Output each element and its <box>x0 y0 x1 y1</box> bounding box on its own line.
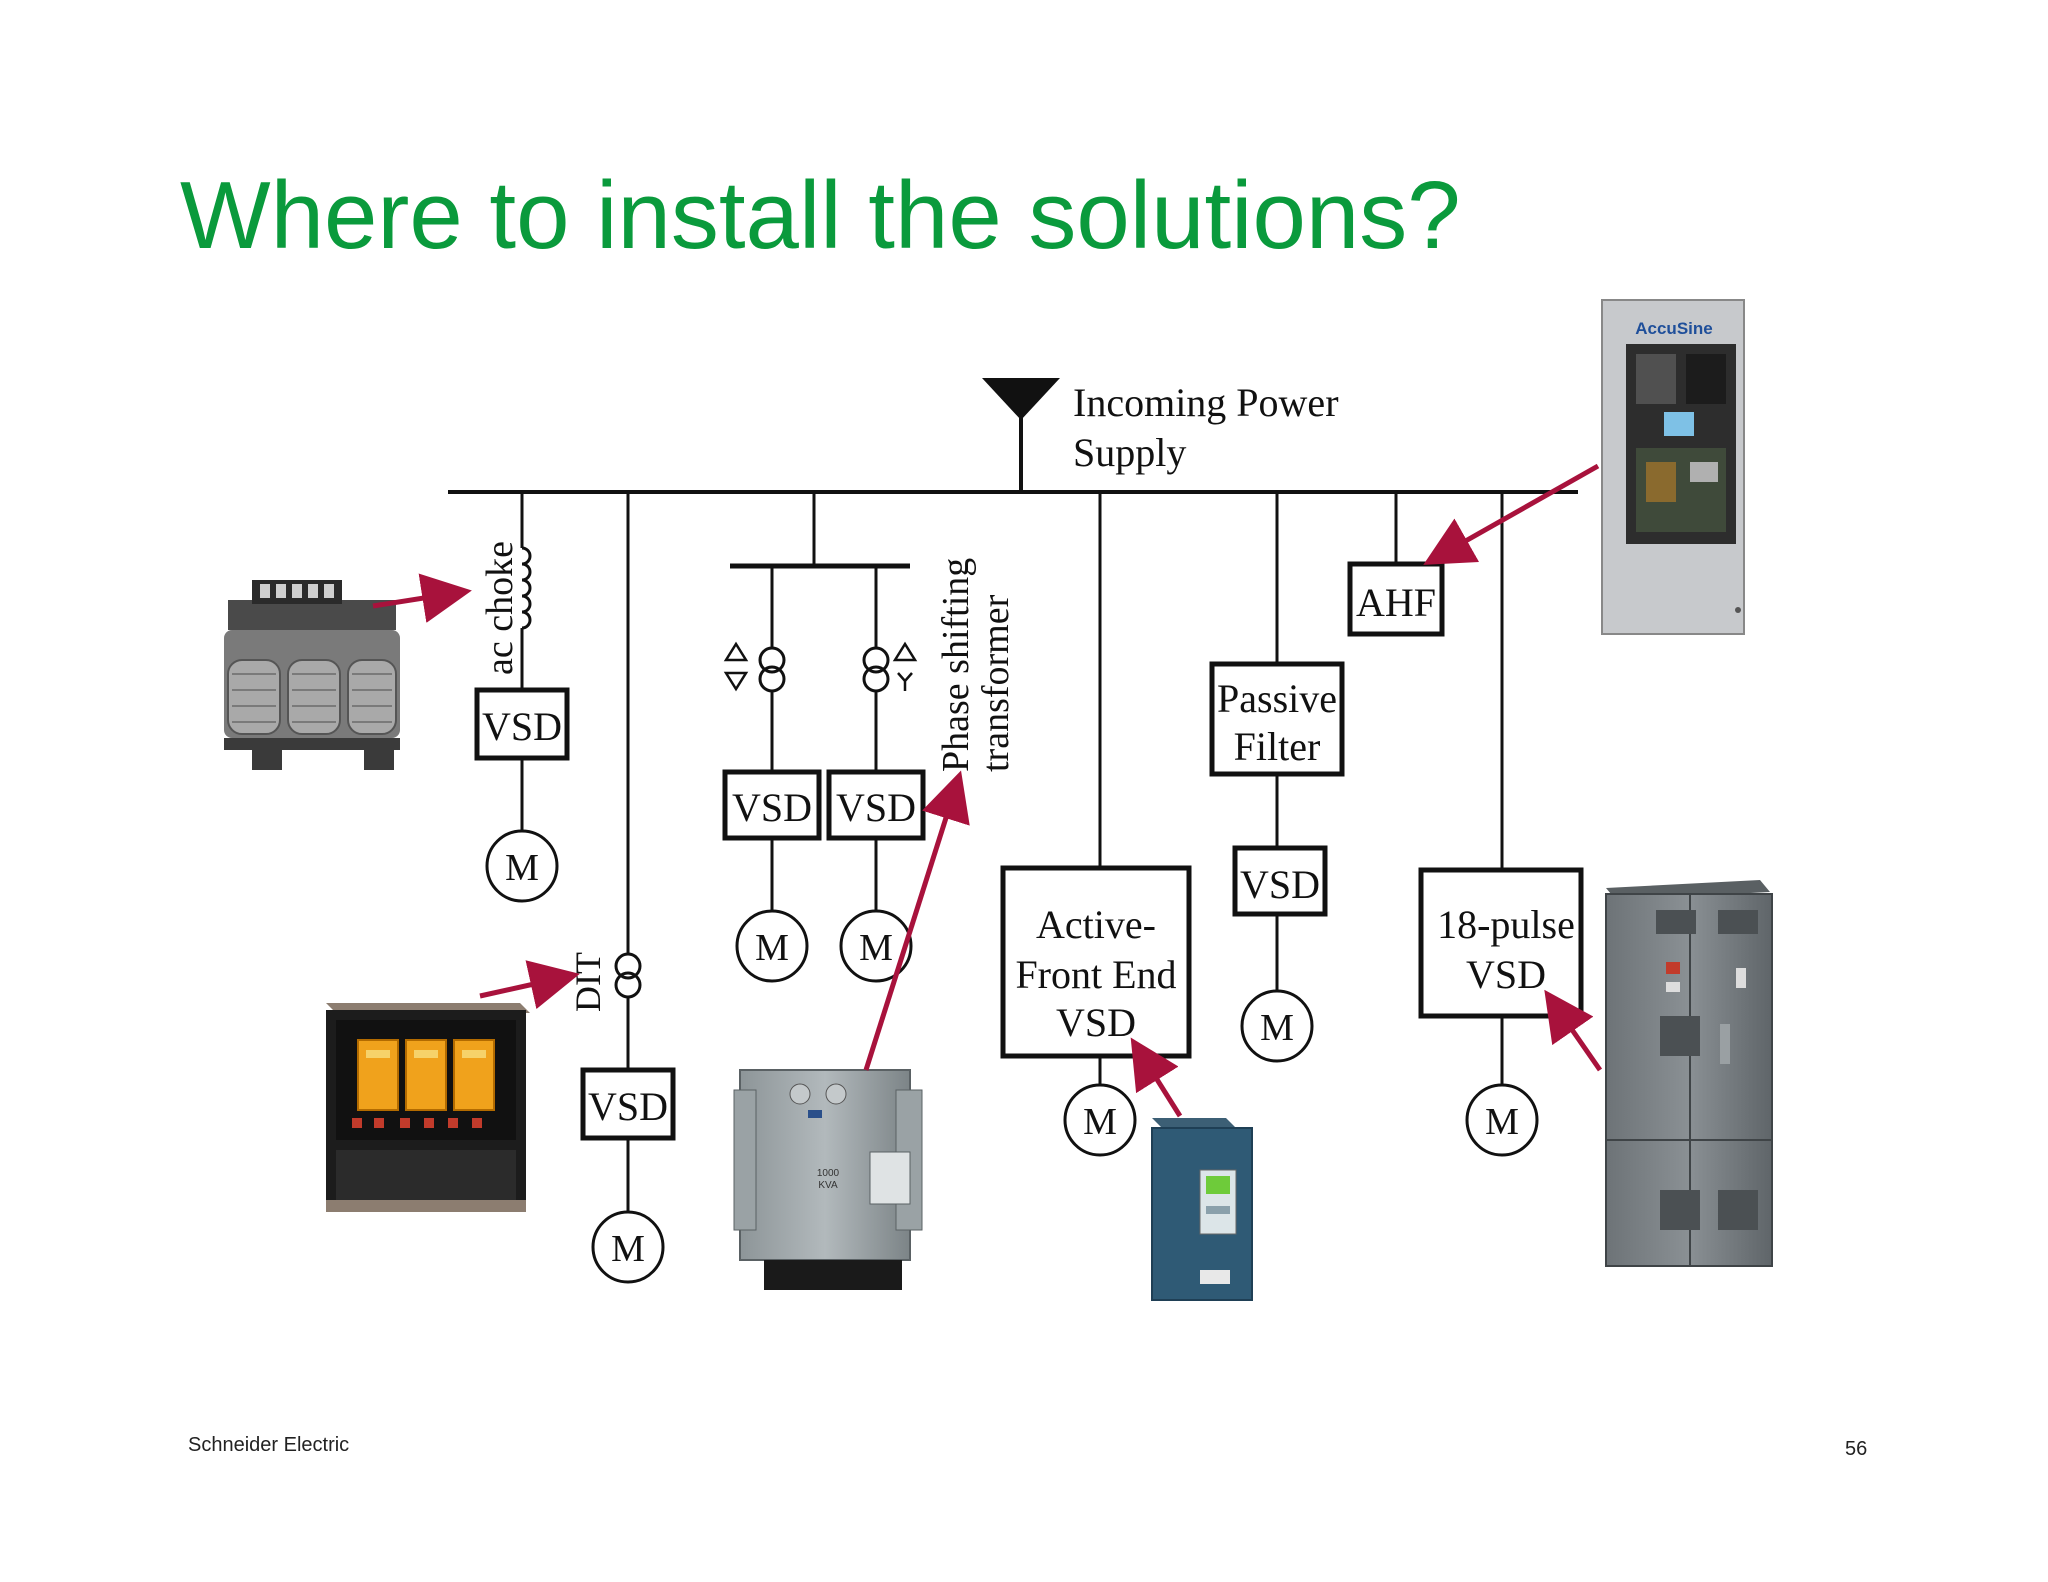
arrow-ac-choke <box>372 573 472 623</box>
arrow-dit <box>479 960 580 1010</box>
afe-label-line2: Front End <box>1015 952 1176 997</box>
vsd-label: VSD <box>1240 862 1320 907</box>
motor-label: M <box>1260 1007 1294 1049</box>
ahf-label: AHF <box>1356 580 1436 625</box>
accusine-product-image: AccuSine <box>1601 299 1745 635</box>
phase-shift-label-line1: Phase shifting <box>935 558 977 772</box>
transformer-rating-line1: 1000 <box>817 1168 840 1179</box>
dit-label: DIT <box>568 952 608 1012</box>
afe-label-line1: Active- <box>1036 902 1156 947</box>
supply-label-line2: Supply <box>1073 430 1186 475</box>
branch-ahf <box>1347 492 1445 637</box>
arrow-ahf <box>1423 463 1600 565</box>
ac-choke-product-image <box>224 580 400 770</box>
branch-phase-shifting <box>722 492 926 983</box>
passive-filter-label-line1: Passive <box>1217 676 1337 721</box>
accusine-brand: AccuSine <box>1635 319 1712 338</box>
slide-title: Where to install the solutions? <box>180 162 1461 269</box>
arrow-phase-shifting <box>863 770 970 1071</box>
incoming-supply-symbol <box>982 378 1060 492</box>
motor-label: M <box>755 927 789 969</box>
motor-label: M <box>1485 1101 1519 1143</box>
branch-18-pulse <box>1418 492 1584 1157</box>
footer-company: Schneider Electric <box>188 1434 350 1456</box>
afe-drive-product-image <box>1151 1118 1253 1301</box>
branch-passive-filter <box>1209 492 1345 1063</box>
motor-label: M <box>611 1228 645 1270</box>
branch-dit <box>580 492 676 1284</box>
dit-product-image <box>326 1003 530 1212</box>
pulse18-label-line1: 18-pulse <box>1437 902 1575 947</box>
callout-arrows <box>372 463 1603 1118</box>
page-number: 56 <box>1845 1438 1868 1460</box>
afe-label-line3: VSD <box>1056 1000 1136 1045</box>
ac-choke-label: ac choke <box>479 541 521 675</box>
18pulse-product-image <box>1605 880 1773 1267</box>
motor-label: M <box>505 847 539 889</box>
phase-shift-label-line2: transformer <box>975 594 1017 772</box>
vsd-label: VSD <box>482 704 562 749</box>
transformer-rating-line2: KVA <box>818 1180 838 1191</box>
arrow-afe <box>1130 1037 1183 1118</box>
motor-label: M <box>1083 1101 1117 1143</box>
branch-ac-choke <box>474 492 570 903</box>
motor-label: M <box>859 927 893 969</box>
transformer-product-image: 1000 KVA <box>733 1069 923 1290</box>
vsd-label: VSD <box>836 785 916 830</box>
vsd-label: VSD <box>588 1084 668 1129</box>
branch-active-front-end <box>1000 492 1192 1157</box>
passive-filter-label-line2: Filter <box>1234 724 1321 769</box>
supply-label-line1: Incoming Power <box>1073 380 1339 425</box>
pulse18-label-line2: VSD <box>1466 952 1546 997</box>
arrow-18-pulse <box>1544 989 1603 1072</box>
vsd-label: VSD <box>732 785 812 830</box>
